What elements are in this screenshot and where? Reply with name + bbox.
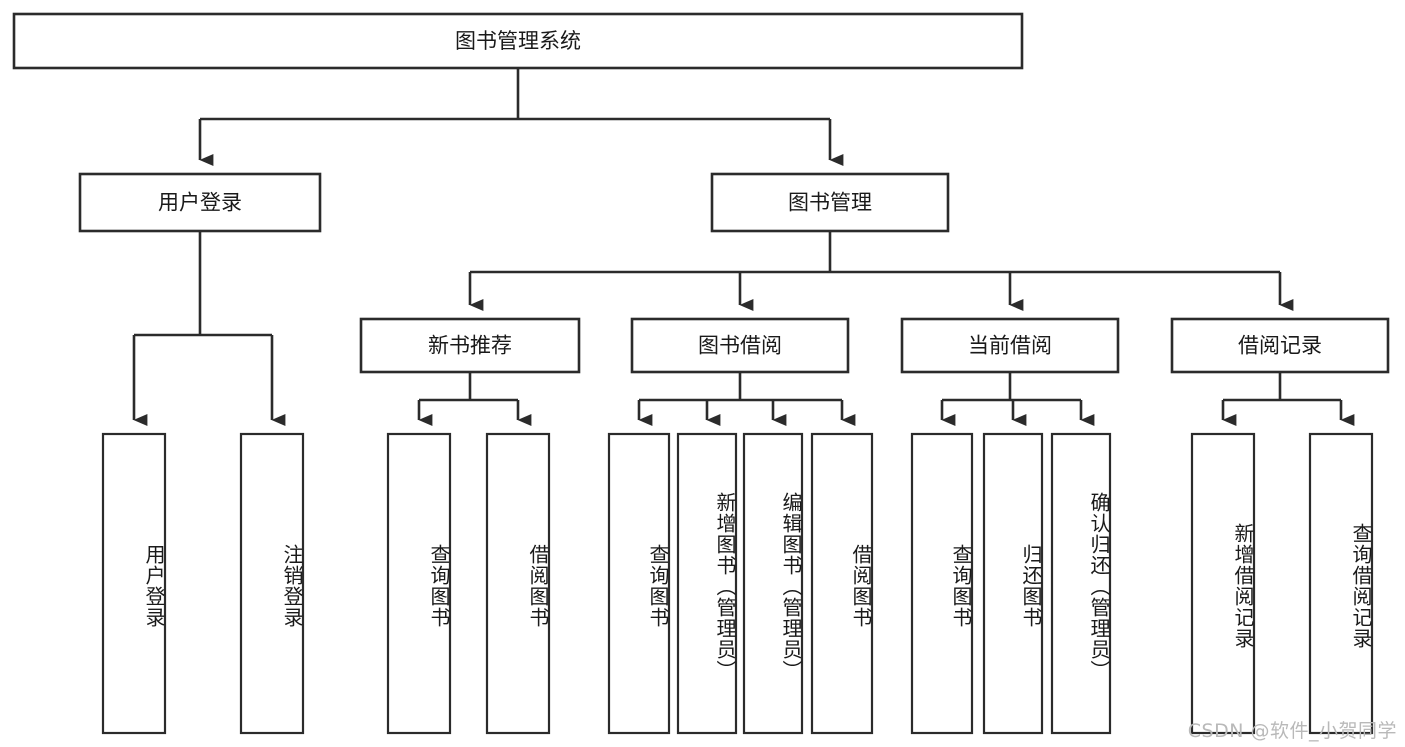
node-box-new-book-recommend[interactable]	[359, 317, 581, 374]
node-box-user-login-do[interactable]	[101, 432, 167, 735]
node-label-borrow-record: 借阅记录	[1238, 334, 1322, 358]
node-box-borrow-book-1[interactable]	[485, 432, 551, 735]
node-box-borrow-record[interactable]	[1170, 317, 1390, 374]
node-box-borrow-book-2[interactable]	[810, 432, 874, 735]
node-box-query-book-2[interactable]	[607, 432, 671, 735]
node-box-query-book-3[interactable]	[910, 432, 974, 735]
node-box-current-borrow[interactable]	[900, 317, 1120, 374]
node-box-add-book-admin[interactable]	[676, 432, 738, 735]
node-box-add-borrow-record[interactable]	[1190, 432, 1256, 735]
node-box-edit-book-admin[interactable]	[742, 432, 804, 735]
node-box-return-book[interactable]	[982, 432, 1044, 735]
node-label-user-login: 用户登录	[158, 191, 242, 215]
node-label-book-borrow: 图书借阅	[698, 334, 782, 358]
node-box-user-login[interactable]	[78, 172, 322, 233]
node-box-confirm-return-admin[interactable]	[1050, 432, 1112, 735]
node-box-book-manage[interactable]	[710, 172, 950, 233]
node-box-query-borrow-record[interactable]	[1308, 432, 1374, 735]
node-box-book-borrow[interactable]	[630, 317, 850, 374]
node-label-current-borrow: 当前借阅	[968, 334, 1052, 358]
node-label-root: 图书管理系统	[455, 29, 581, 53]
node-box-user-logout[interactable]	[239, 432, 305, 735]
node-box-root[interactable]	[12, 12, 1024, 70]
edges-layer	[132, 68, 1355, 426]
node-box-query-book-1[interactable]	[386, 432, 452, 735]
node-label-book-manage: 图书管理	[788, 191, 872, 215]
node-label-new-book-recommend: 新书推荐	[428, 334, 512, 358]
csdn-watermark: CSDN @软件_小贺同学	[1187, 720, 1397, 742]
